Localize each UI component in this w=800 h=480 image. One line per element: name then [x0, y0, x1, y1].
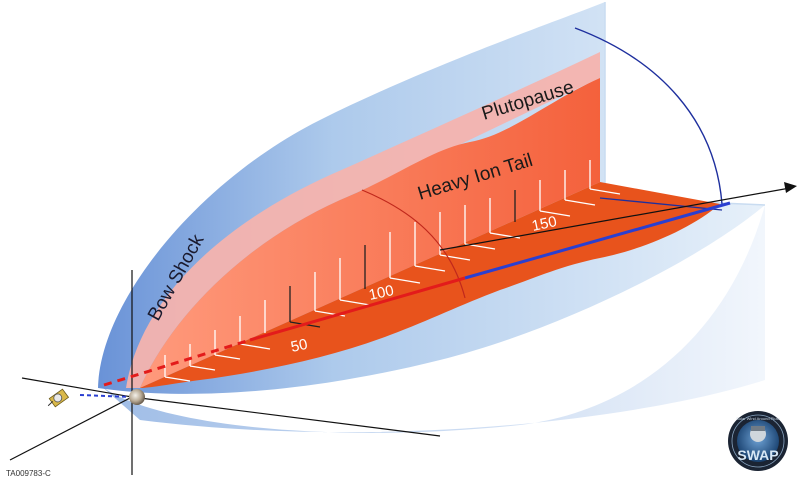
- tail-scale-ticks: [164, 160, 591, 377]
- pluto-planet: [129, 389, 145, 405]
- x-axis-arrowhead: [784, 182, 797, 193]
- plutopause-surface: [126, 52, 600, 388]
- scale-label-150: 150: [530, 213, 558, 235]
- pluto-axis-red-dashed: [103, 338, 251, 387]
- cross-section-arc-far: [574, 27, 723, 205]
- bow-shock-back-edge: [604, 2, 766, 206]
- spacecraft-icon: [47, 388, 70, 408]
- swap-logo-text: SWAP: [737, 447, 778, 463]
- scale-label-100: 100: [367, 282, 395, 304]
- coordinate-axes: [9, 187, 791, 475]
- far-section-floor-line: [599, 197, 723, 211]
- sun-line-dashed: [79, 394, 133, 398]
- figure-id: TA009783-C: [6, 469, 51, 478]
- scale-label-50: 50: [289, 336, 309, 356]
- tail-floor-surface: [140, 182, 720, 388]
- swap-logo: Solar Wind Around Pluto SWAP: [728, 411, 788, 471]
- pluto-axis-red: [249, 276, 466, 342]
- heavy-ion-tail-surface: [140, 78, 600, 388]
- pluto-axis-blue: [464, 201, 731, 280]
- swap-logo-ring-text: Solar Wind Around Pluto: [736, 416, 780, 421]
